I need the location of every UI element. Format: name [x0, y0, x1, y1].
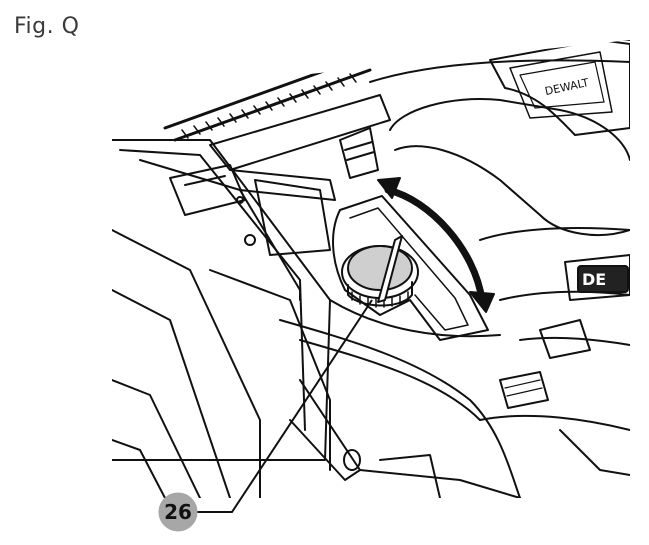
cap-recess [332, 195, 489, 341]
fuel-cap [341, 235, 419, 308]
side-badge-text: DE [582, 270, 606, 289]
rotation-arrow [377, 177, 495, 313]
callout-number: 26 [164, 500, 192, 524]
callout-26: 26 [158, 492, 198, 532]
top-badge-text: DEWALT [544, 76, 591, 98]
left-frame [112, 139, 361, 498]
top-badge: DEWALT [489, 40, 630, 136]
right-housing: DE [479, 227, 630, 431]
callout-leader [196, 299, 373, 513]
lower-deck [279, 299, 630, 498]
figure-label: Fig. Q [14, 14, 80, 39]
